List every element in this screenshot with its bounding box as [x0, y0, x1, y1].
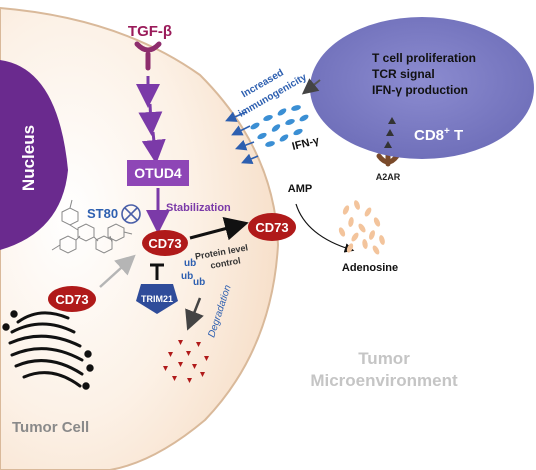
cell-membrane — [0, 6, 280, 470]
otud4-box — [127, 160, 189, 186]
a2ar-signal-arrows — [384, 117, 396, 148]
cd8-superscript: + — [444, 126, 450, 137]
ub-tag-2: ub — [181, 271, 193, 282]
inhibition-icon — [121, 204, 141, 224]
amp-label: AMP — [288, 183, 312, 195]
ub-tag-1: ub — [184, 258, 196, 269]
ifn-gamma-arrows — [225, 111, 259, 164]
nucleus-label: Nucleus — [19, 125, 38, 191]
cd8-t-cell — [310, 17, 534, 159]
trafficking-arrow — [99, 254, 136, 288]
ifn-gamma-particles — [250, 105, 309, 147]
cd73-membrane-label: CD73 — [255, 220, 288, 235]
ifn-gamma-label: IFN-γ — [291, 134, 321, 153]
golgi-apparatus-icon — [2, 310, 94, 390]
tcell-effect-line-1: T cell proliferation — [372, 51, 476, 65]
otud4-label: OTUD4 — [134, 165, 182, 181]
nucleus-shape — [0, 60, 68, 250]
cd8-text: CD8 — [414, 127, 444, 144]
protein-level-arrow — [189, 216, 249, 241]
cd73-inner-label: CD73 — [148, 236, 181, 251]
tcell-effect-line-2: TCR signal — [372, 67, 435, 81]
trim21-pentagon — [136, 284, 178, 314]
degraded-fragments — [163, 340, 209, 383]
cd8-t-text: T — [450, 127, 463, 144]
cd73-cytoplasm-oval — [48, 286, 96, 312]
tgf-beta-label: TGF-β — [128, 23, 172, 40]
degradation-arrow — [185, 297, 204, 331]
a2ar-label: A2AR — [376, 172, 401, 182]
tumor-micro-label-1: Tumor — [358, 349, 410, 368]
ub-tag-3: ub — [193, 277, 205, 288]
adenosine-label: Adenosine — [342, 262, 398, 274]
tcell-secretion-arrow — [301, 78, 321, 95]
cd73-inner-oval — [142, 230, 188, 256]
amp-conversion-arrow — [295, 203, 355, 253]
stabilization-label: Stabilization — [166, 202, 231, 214]
adenosine-cluster — [338, 200, 385, 255]
cd73-membrane-oval — [248, 213, 296, 241]
cd73-cytoplasm-label: CD73 — [55, 292, 88, 307]
st80-molecule-icon — [51, 199, 133, 254]
tumor-cell — [0, 6, 280, 470]
tumor-micro-label-2: Microenvironment — [310, 371, 458, 390]
tcell-effect-line-3: IFN-γ production — [372, 83, 468, 97]
tgf-receptor-icon — [134, 41, 162, 71]
trim21-inhibition-icon — [150, 263, 164, 280]
tumor-cell-label: Tumor Cell — [12, 419, 89, 436]
trim21-label: TRIM21 — [141, 294, 173, 304]
cd8-t-label: CD8+ T — [414, 126, 463, 144]
st80-label: ST80 — [87, 206, 118, 221]
tgf-signaling-arrows — [136, 76, 166, 164]
